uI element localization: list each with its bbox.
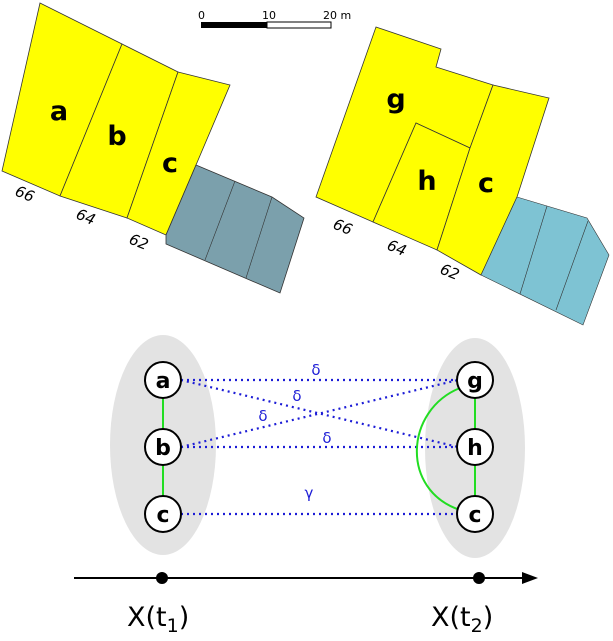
- map-t1: a b c 66 64 62: [1, 2, 305, 294]
- time-point-t2: [473, 572, 485, 584]
- graph: δ δ δ δ γ a b c g h c: [110, 335, 525, 558]
- node-c-t2: [456, 495, 494, 533]
- annex-divider: [555, 220, 589, 311]
- node-label-h: h: [467, 436, 483, 461]
- house-number-64-t2: 64: [385, 236, 409, 260]
- relation-lines: [180, 378, 459, 516]
- annex-divider: [245, 196, 273, 279]
- green-edges: [162, 387, 476, 511]
- timeline: X(t1) X(t2): [74, 572, 538, 637]
- annex-t2: [480, 196, 610, 326]
- node-label-g: g: [467, 369, 483, 394]
- time-point-t1: [156, 572, 168, 584]
- relation-label-c-c: γ: [305, 484, 314, 502]
- scale-bar-white: [266, 21, 332, 29]
- annex-divider: [204, 180, 236, 261]
- relation-label-a-h: δ: [292, 387, 301, 405]
- edge-g-c-arc: [415, 387, 461, 511]
- house-number-66-t2: 66: [331, 215, 355, 239]
- scale-tick-0: 0: [198, 9, 205, 22]
- node-c: [144, 495, 182, 533]
- relation-label-b-g: δ: [258, 407, 267, 425]
- node-h: [456, 428, 494, 466]
- node-a: [144, 361, 182, 399]
- node-b: [144, 428, 182, 466]
- node-label-c: c: [156, 503, 169, 528]
- node-label-b: b: [155, 436, 171, 461]
- time-axis-arrowhead: [522, 572, 538, 584]
- time-label-t1: X(t1): [127, 602, 189, 636]
- node-label-a: a: [156, 369, 171, 394]
- time-label-t2: X(t2): [431, 602, 493, 636]
- relation-label-a-g: δ: [311, 361, 320, 379]
- house-number-64: 64: [74, 205, 98, 229]
- parcel-label-b: b: [107, 121, 126, 152]
- node-label-c-t2: c: [468, 503, 481, 528]
- node-g: [456, 361, 494, 399]
- parcel-label-c: c: [162, 148, 178, 179]
- house-number-62-t2: 62: [438, 260, 462, 284]
- scale-tick-20: 20 m: [323, 9, 351, 22]
- parcel-label-g: g: [386, 84, 405, 115]
- parcel-label-a: a: [50, 96, 68, 127]
- parcel-label-c-t2: c: [478, 168, 494, 199]
- scale-tick-10: 10: [262, 9, 276, 22]
- map-t2: g h c 66 64 62: [315, 26, 610, 326]
- scale-bar: 0 10 20 m: [198, 9, 351, 29]
- parcel-label-h: h: [417, 166, 436, 197]
- house-number-66: 66: [13, 182, 37, 206]
- relation-label-b-h: δ: [322, 429, 331, 447]
- house-number-62: 62: [127, 230, 151, 254]
- annex-divider: [519, 205, 548, 295]
- scale-bar-black: [201, 22, 267, 28]
